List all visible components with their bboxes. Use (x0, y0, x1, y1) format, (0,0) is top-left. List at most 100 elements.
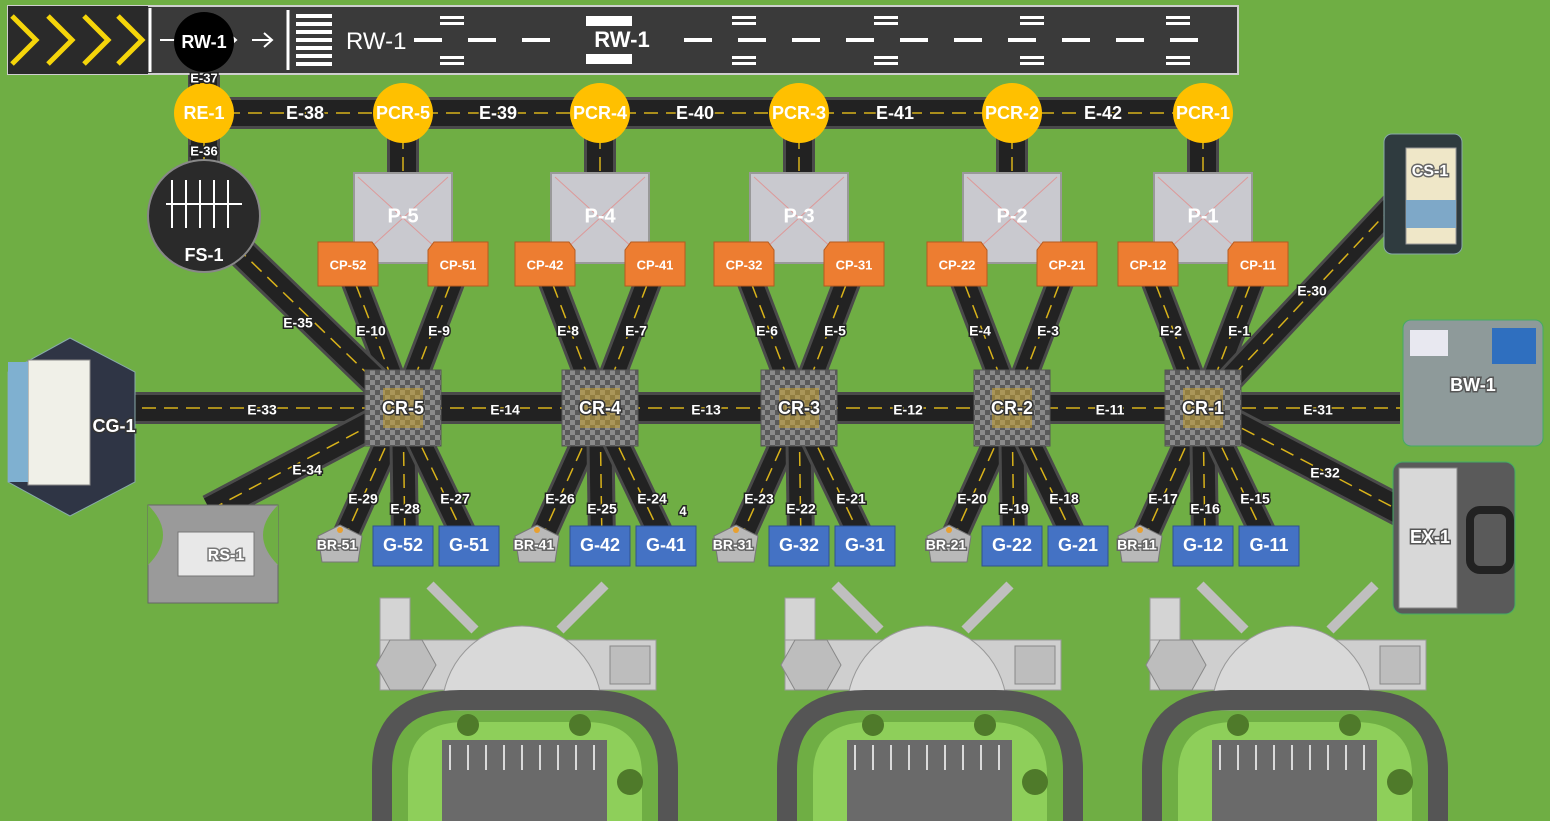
charging-cp-21-label: CP-21 (1049, 257, 1086, 272)
gate-g-12[interactable] (1172, 525, 1234, 567)
charging-cp-22-label: CP-22 (939, 257, 976, 272)
node-re-1[interactable] (174, 83, 234, 143)
gate-g-52[interactable] (372, 525, 434, 567)
terminal-hex (780, 639, 842, 691)
road-centerline (1202, 263, 1259, 409)
runway-marker (440, 16, 464, 19)
charging-cp-42[interactable] (514, 241, 576, 287)
edge-label: E-7 (625, 323, 647, 339)
road-centerline (1202, 407, 1409, 516)
gate-g-21[interactable] (1047, 525, 1109, 567)
edge-label: E-24 (637, 491, 667, 507)
edge-label: E-39 (479, 103, 517, 123)
bay-br-11[interactable] (1117, 524, 1163, 563)
terminal-tower (784, 597, 816, 645)
edge-label: E-9 (428, 323, 450, 339)
bay-br-41[interactable] (514, 524, 560, 563)
gate-g-11-label: G-11 (1249, 535, 1288, 555)
bay-br-11-label: BR-11 (1117, 537, 1157, 553)
edge-label: E-32 (1310, 465, 1340, 481)
pad-p-5-label: P-5 (387, 205, 418, 227)
pad-p-1-label: P-1 (1187, 205, 1218, 227)
gate-g-12-label: G-12 (1183, 535, 1223, 555)
centerline-dash (900, 38, 928, 42)
runway-marker (732, 56, 756, 59)
gate-g-31[interactable] (834, 525, 896, 567)
fuel-station[interactable] (147, 159, 261, 273)
control-glass (1406, 200, 1456, 228)
crossing-center (992, 388, 1032, 428)
runway-marker (732, 22, 756, 25)
bay-br-31-label: BR-31 (713, 537, 754, 553)
node-pcr-2-label: PCR-2 (985, 103, 1039, 123)
charging-cp-41[interactable] (624, 241, 686, 287)
node-rw-1[interactable] (174, 12, 234, 72)
runway-marker (732, 62, 756, 65)
gate-g-11[interactable] (1238, 525, 1300, 567)
runway-marker (1166, 16, 1190, 19)
edge-label: E-1 (1228, 323, 1250, 339)
node-pcr-4-label: PCR-4 (573, 103, 627, 123)
centerline-dash (414, 38, 442, 42)
charging-cp-21[interactable] (1036, 241, 1098, 287)
runway-marker (440, 56, 464, 59)
gate-g-42[interactable] (569, 525, 631, 567)
crossing-center (580, 388, 620, 428)
road-centerline (743, 263, 800, 409)
node-pcr-3[interactable] (769, 83, 829, 143)
centerline-dash (738, 38, 766, 42)
crossing-cr-1-label: CR-1 (1182, 398, 1224, 418)
centerline-dash (954, 38, 982, 42)
charging-cp-12[interactable] (1117, 241, 1179, 287)
bay-beacon (534, 527, 540, 533)
bay-beacon (1137, 527, 1143, 533)
centerline-dash (846, 38, 874, 42)
node-pcr-4[interactable] (570, 83, 630, 143)
edge-label: E-30 (1297, 283, 1327, 299)
gate-g-22[interactable] (981, 525, 1043, 567)
centerline-dash (522, 38, 550, 42)
node-pcr-2[interactable] (982, 83, 1042, 143)
gate-g-41-label: G-41 (646, 535, 686, 555)
gate-g-52-label: G-52 (383, 535, 423, 555)
centerline-dash (1062, 38, 1090, 42)
gate-g-32[interactable] (768, 525, 830, 567)
terminal-jetway (1326, 581, 1379, 634)
bay-br-51[interactable] (317, 524, 363, 563)
road-centerline (956, 263, 1013, 409)
charging-cp-11[interactable] (1227, 241, 1289, 287)
gate-g-41[interactable] (635, 525, 697, 567)
gate-g-51[interactable] (438, 525, 500, 567)
road-centerline (1147, 263, 1204, 409)
runway-marker (874, 16, 898, 19)
bay-beacon (946, 527, 952, 533)
control-station-label: CS-1 (1412, 163, 1449, 180)
charging-cp-22[interactable] (926, 241, 988, 287)
bus-way-panel (1410, 330, 1448, 356)
crossing-cr-2-label: CR-2 (991, 398, 1033, 418)
centerline-dashes (414, 16, 1198, 65)
runway-marker (1166, 56, 1190, 59)
runway-marker (874, 56, 898, 59)
crossing-center (779, 388, 819, 428)
charging-cp-31[interactable] (823, 241, 885, 287)
terminal-parking (847, 740, 1012, 821)
charging-cp-32[interactable] (713, 241, 775, 287)
rescue-building (177, 531, 255, 577)
node-pcr-5[interactable] (373, 83, 433, 143)
terminal-dome (441, 625, 603, 711)
node-pcr-1[interactable] (1173, 83, 1233, 143)
bay-br-21[interactable] (926, 524, 972, 563)
bay-br-31[interactable] (713, 524, 759, 563)
node-re-1-label: RE-1 (183, 103, 224, 123)
centerline-dash (1008, 38, 1036, 42)
charging-cp-52[interactable] (317, 241, 379, 287)
gate-g-21-label: G-21 (1058, 535, 1098, 555)
runway-marker (440, 62, 464, 65)
centerline-dash (684, 38, 712, 42)
charging-cp-51[interactable] (427, 241, 489, 287)
road-centerline (347, 263, 404, 409)
gate-g-32-label: G-32 (779, 535, 819, 555)
edge-label: E-21 (836, 491, 866, 507)
